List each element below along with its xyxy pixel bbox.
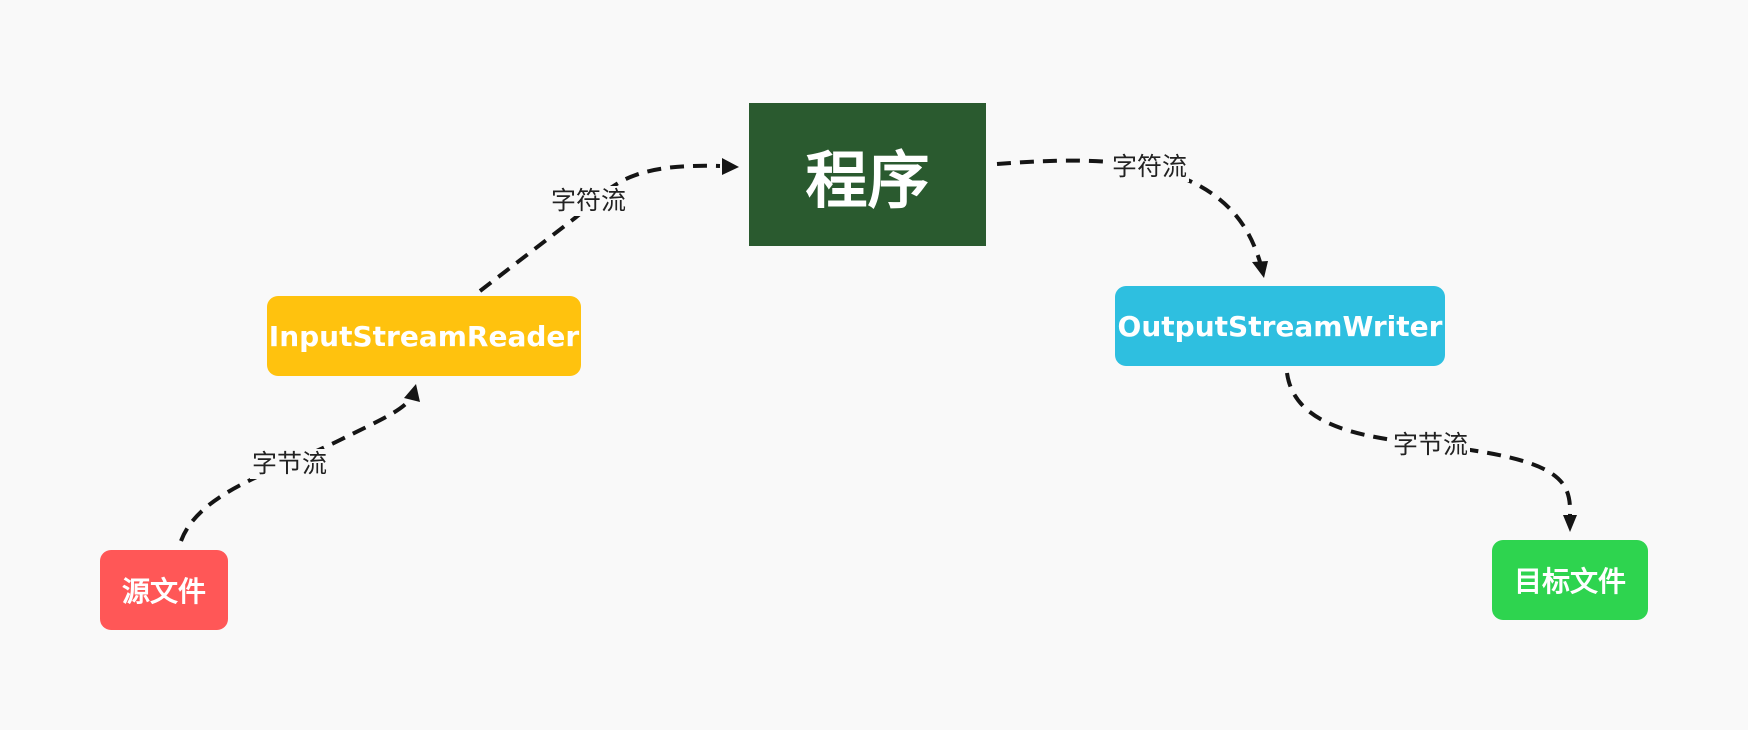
edge-writer-to-target <box>1285 372 1573 516</box>
arrowhead-writer <box>1252 261 1268 278</box>
program-label: 程序 <box>805 143 930 217</box>
edge-reader-to-program <box>478 163 721 293</box>
arrowhead-reader <box>404 384 420 402</box>
input-stream-reader-label: InputStreamReader <box>268 319 580 353</box>
target-file-label: 目标文件 <box>1513 565 1626 598</box>
target-file-node: 目标文件 <box>1492 540 1648 620</box>
edge-label-char-stream-out: 字符流 <box>1110 152 1190 182</box>
output-stream-writer-label: OutputStreamWriter <box>1117 309 1443 343</box>
arrowhead-target <box>1563 515 1577 532</box>
output-stream-writer-node: OutputStreamWriter <box>1115 286 1445 366</box>
source-file-node: 源文件 <box>100 550 228 630</box>
program-node: 程序 <box>749 103 986 246</box>
edge-label-byte-stream-in: 字节流 <box>250 449 330 479</box>
edge-label-char-stream-in: 字符流 <box>549 186 629 216</box>
arrowhead-program <box>722 158 739 175</box>
edge-label-byte-stream-out: 字节流 <box>1391 430 1471 460</box>
source-file-label: 源文件 <box>121 575 206 608</box>
input-stream-reader-node: InputStreamReader <box>267 296 581 376</box>
edge-source-to-reader <box>179 393 415 542</box>
